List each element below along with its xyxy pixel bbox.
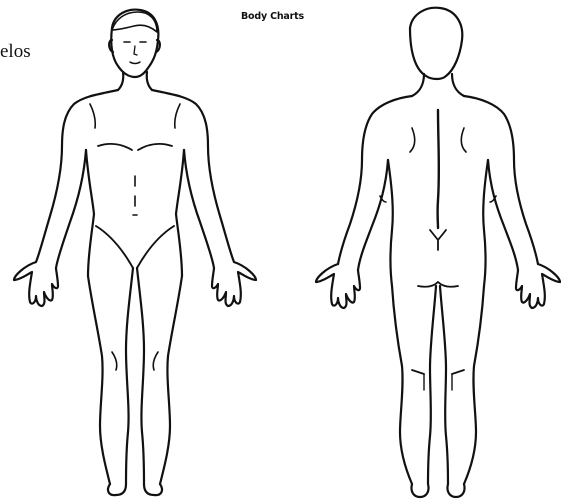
back-left-leg-inner: [428, 286, 436, 484]
front-body-figure: [14, 10, 256, 495]
back-knees: [412, 370, 464, 374]
back-torso-right: [483, 160, 488, 286]
front-left-shoulder-line: [90, 104, 95, 128]
front-hip-lines: [96, 226, 174, 268]
back-buttocks: [418, 282, 458, 287]
back-torso-left: [388, 160, 393, 286]
front-chest: [98, 144, 172, 150]
front-left-foot: [108, 484, 126, 495]
back-right-leg-inner: [440, 286, 448, 484]
front-right-arm-outer: [152, 90, 234, 262]
front-left-leg-inner: [126, 268, 133, 484]
front-right-leg-outer: [160, 276, 182, 484]
front-right-shoulder-line: [175, 104, 180, 128]
back-head: [410, 8, 462, 79]
back-left-arm-outer: [338, 96, 412, 264]
front-right-hand: [212, 262, 256, 306]
back-right-arm-inner: [488, 160, 518, 270]
front-neck-left: [118, 72, 123, 90]
back-calf-marks: [424, 374, 452, 390]
front-neck-right: [147, 72, 152, 90]
back-sacrum: [430, 230, 446, 250]
back-right-heel: [447, 484, 464, 497]
front-mouth: [130, 62, 140, 64]
back-neck-left: [412, 74, 424, 96]
back-left-heel: [411, 484, 428, 497]
front-right-leg-inner: [137, 268, 144, 484]
back-right-hand: [516, 264, 560, 308]
front-midline: [133, 176, 137, 215]
front-torso-left: [86, 150, 94, 276]
back-right-leg-outer: [464, 286, 484, 484]
back-spine: [438, 110, 439, 228]
back-left-leg-outer: [392, 286, 412, 484]
back-right-arm-outer: [464, 96, 538, 264]
front-knees: [112, 352, 158, 370]
back-body-figure: [316, 8, 560, 497]
front-left-arm-outer: [36, 90, 118, 262]
front-left-leg-outer: [88, 276, 110, 484]
back-left-arm-inner: [358, 160, 388, 270]
front-left-hand: [14, 262, 58, 306]
front-right-foot: [144, 484, 162, 495]
front-nose: [134, 46, 137, 55]
back-neck-right: [452, 74, 464, 96]
back-left-hand: [316, 264, 360, 308]
front-torso-right: [176, 150, 184, 276]
